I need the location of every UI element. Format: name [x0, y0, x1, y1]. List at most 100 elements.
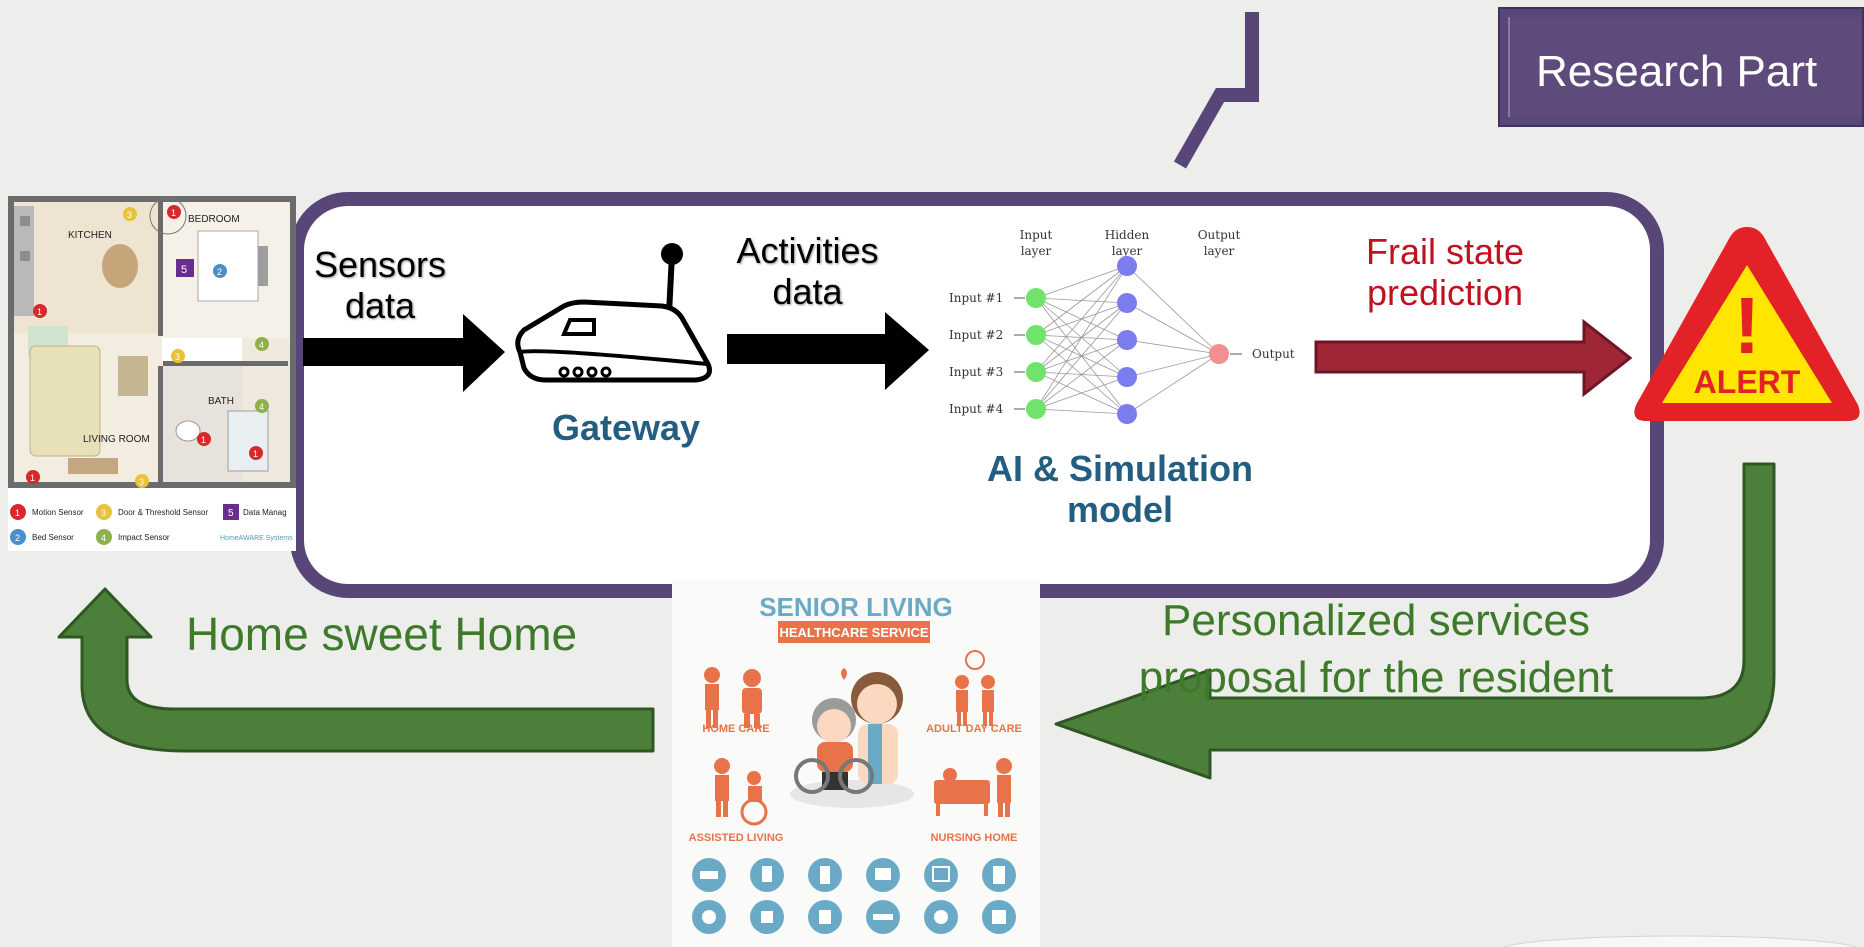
motion-sensor-badge: 1	[249, 446, 263, 460]
activities-line1: Activities	[736, 230, 879, 271]
data-manager-badge: 5	[176, 259, 194, 277]
kitchen-label: KITCHEN	[68, 230, 112, 241]
motion-sensor-badge: 1	[197, 432, 211, 446]
svg-text:1: 1	[201, 435, 206, 445]
legend-motion: Motion Sensor	[32, 508, 84, 517]
nn-hidden-node	[1117, 404, 1137, 424]
nn-hidden-node	[1117, 256, 1137, 276]
personalized-line2: proposal for the resident	[1138, 653, 1614, 703]
decorative-arc	[1502, 935, 1858, 947]
svg-text:layer: layer	[1021, 244, 1052, 258]
impact-sensor-badge: 4	[255, 399, 269, 413]
svg-text:1: 1	[30, 473, 35, 483]
legend-impact: Impact Sensor	[118, 533, 170, 542]
ai-model-line2: model	[1066, 489, 1173, 531]
nn-edge	[1126, 353, 1220, 378]
svg-text:Hidden: Hidden	[1105, 228, 1150, 242]
motion-sensor-badge: 1	[33, 304, 47, 318]
nn-input-labels: Input #1 Input #2 Input #3 Input #4	[949, 291, 1004, 416]
svg-text:5: 5	[228, 508, 234, 519]
ai-model-label: AI & Simulation model	[960, 448, 1280, 531]
legend-door: Door & Threshold Sensor	[118, 508, 208, 517]
motion-sensor-badge: 1	[26, 470, 40, 484]
adult-day-care-icon	[955, 650, 995, 726]
assisted-living-label: ASSISTED LIVING	[689, 832, 784, 844]
svg-text:Input #1: Input #1	[949, 291, 1003, 305]
home-care-label: HOME CARE	[702, 723, 769, 735]
sensors-arrow	[303, 314, 505, 392]
legend-brand: HomeAWARE Systems	[220, 535, 293, 542]
alert-text: ALERT	[1694, 364, 1801, 400]
nn-output-node	[1209, 344, 1229, 364]
home-sweet-home-label: Home sweet Home	[186, 608, 578, 660]
svg-text:2: 2	[15, 533, 20, 543]
svg-text:Input #4: Input #4	[949, 402, 1004, 416]
nursing-home-icon	[934, 758, 1012, 817]
svg-text:3: 3	[101, 508, 106, 518]
return-arrow-left	[57, 587, 655, 753]
legend-bed: Bed Sensor	[32, 533, 74, 542]
svg-text:layer: layer	[1112, 244, 1143, 258]
svg-text:3: 3	[139, 477, 144, 487]
nn-input-node	[1026, 399, 1046, 419]
senior-couple-icon	[790, 668, 914, 808]
personalized-line1: Personalized services	[1162, 596, 1590, 645]
nn-output-header: Output layer	[1198, 228, 1241, 258]
activities-data-label: Activities data	[720, 230, 895, 313]
alert-mark: !	[1734, 281, 1761, 370]
home-care-figure-icon	[704, 667, 762, 728]
adult-day-care-label: ADULT DAY CARE	[926, 723, 1022, 735]
door-sensor-badge: 3	[135, 474, 149, 488]
svg-text:1: 1	[37, 307, 42, 317]
svg-text:4: 4	[259, 340, 264, 350]
activities-arrow	[727, 312, 929, 390]
nn-edge	[1035, 265, 1128, 336]
nn-input-node	[1026, 325, 1046, 345]
sensors-line2: data	[344, 285, 416, 327]
svg-text:1: 1	[171, 208, 176, 218]
svg-text:Input: Input	[1020, 228, 1053, 242]
sensors-data-label: Sensors data	[300, 244, 460, 327]
motion-sensor-badge: 1	[167, 205, 181, 219]
nn-edge	[1126, 265, 1220, 355]
svg-text:3: 3	[175, 352, 180, 362]
nn-input-node	[1026, 288, 1046, 308]
svg-text:Input #2: Input #2	[949, 328, 1003, 342]
nn-edge	[1035, 265, 1128, 299]
nn-edge	[1035, 302, 1128, 410]
sensors-line1: Sensors	[313, 244, 447, 285]
svg-text:4: 4	[101, 533, 106, 543]
nn-hidden-node	[1117, 293, 1137, 313]
nn-edge	[1035, 339, 1128, 410]
return-arrow-right	[1054, 462, 1776, 780]
living-room-label: LIVING ROOM	[83, 434, 150, 445]
nn-edge	[1126, 339, 1220, 355]
nn-output-label: Output	[1252, 347, 1295, 361]
nn-input-header: Input layer	[1020, 228, 1053, 258]
activities-line2: data	[772, 271, 843, 313]
svg-text:1: 1	[253, 449, 258, 459]
research-part-label: Research Part	[1498, 7, 1864, 127]
nursing-home-label: NURSING HOME	[931, 832, 1018, 844]
nn-hidden-node	[1117, 367, 1137, 387]
senior-living-illustration: SENIOR LIVING HEALTHCARE SERVICE HOME CA…	[672, 580, 1040, 947]
gateway-label: Gateway	[551, 407, 701, 448]
frail-line1: Frail state	[1365, 231, 1525, 272]
svg-text:layer: layer	[1204, 244, 1235, 258]
nn-edge	[1035, 408, 1128, 415]
ai-model-line1: AI & Simulation	[986, 448, 1253, 489]
legend-data: Data Manag	[243, 508, 287, 517]
floor-plan: KITCHEN BEDROOM BATH LIVING ROOM 1 1 1 1…	[8, 196, 296, 551]
research-part-text: Research Part	[1536, 47, 1818, 96]
nn-hidden-node	[1117, 330, 1137, 350]
svg-text:5: 5	[181, 264, 187, 276]
nn-edge	[1035, 376, 1128, 410]
senior-subtitle: HEALTHCARE SERVICE	[779, 625, 928, 640]
impact-sensor-badge: 4	[255, 337, 269, 351]
frail-line2: prediction	[1366, 272, 1524, 314]
nn-edge	[1035, 265, 1128, 373]
nn-edge	[1126, 302, 1220, 355]
alert-warning-icon: ! ALERT	[1634, 227, 1860, 421]
bed-sensor-badge: 2	[213, 264, 227, 278]
frail-state-label: Frail state prediction	[1340, 231, 1550, 314]
